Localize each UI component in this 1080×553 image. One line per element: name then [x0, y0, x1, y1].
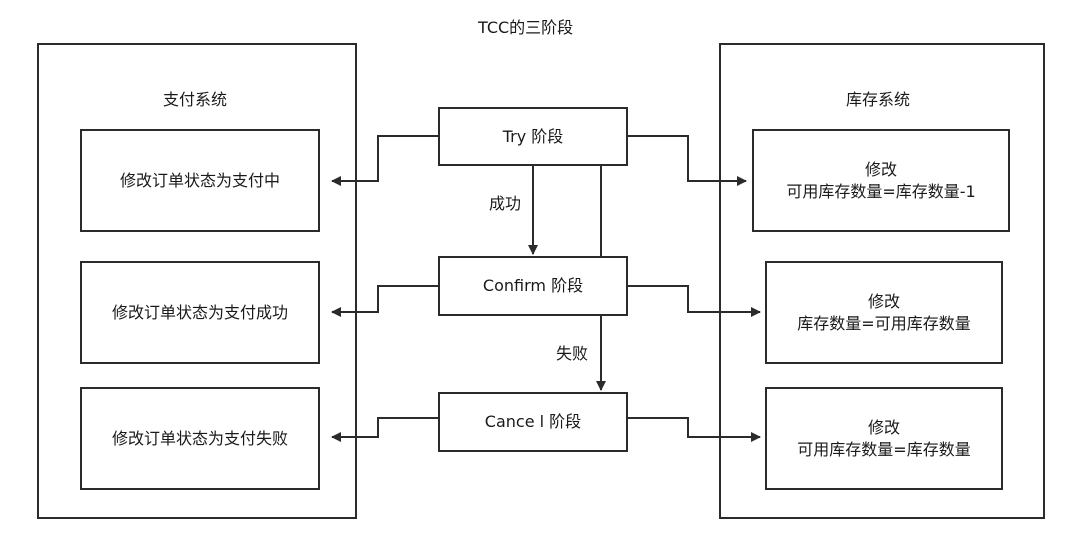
payment-step-paying-label: 修改订单状态为支付中: [119, 170, 280, 190]
payment-step-paying: 修改订单状态为支付中: [80, 129, 320, 232]
inventory-step-rollback: 修改 可用库存数量=库存数量: [765, 387, 1003, 490]
inventory-step-reserve-line2: 可用库存数量=库存数量-1: [786, 181, 976, 201]
diagram-title: TCC的三阶段: [478, 18, 574, 37]
edge-label-failure: 失败: [556, 344, 589, 363]
inventory-step-reserve-line1: 修改: [864, 159, 897, 179]
payment-system-container: [37, 43, 357, 519]
payment-step-failed-label: 修改订单状态为支付失败: [111, 428, 288, 448]
phase-cancel: Cance l 阶段: [438, 392, 628, 452]
edge-try-to-reserve: [628, 135, 747, 186]
inventory-step-commit-line2: 库存数量=可用库存数量: [797, 313, 971, 333]
edge-confirm-to-commit: [628, 285, 761, 317]
phase-cancel-label: Cance l 阶段: [484, 412, 582, 432]
phase-try-label: Try 阶段: [502, 126, 564, 146]
payment-system-title: 支付系统: [163, 90, 228, 109]
payment-step-paid: 修改订单状态为支付成功: [80, 261, 320, 364]
payment-step-paid-label: 修改订单状态为支付成功: [111, 302, 288, 322]
edge-cancel-to-rollback: [628, 417, 761, 442]
inventory-step-rollback-line1: 修改: [867, 417, 900, 437]
inventory-system-title: 库存系统: [846, 90, 911, 109]
phase-try: Try 阶段: [438, 107, 628, 166]
edge-label-success: 成功: [489, 194, 522, 213]
inventory-step-commit-line1: 修改: [867, 291, 900, 311]
phase-confirm-label: Confirm 阶段: [482, 276, 584, 296]
payment-step-failed: 修改订单状态为支付失败: [80, 387, 320, 490]
inventory-step-rollback-line2: 可用库存数量=库存数量: [797, 439, 971, 459]
inventory-system-container: [719, 43, 1045, 519]
inventory-step-commit: 修改 库存数量=可用库存数量: [765, 261, 1003, 364]
inventory-step-reserve: 修改 可用库存数量=库存数量-1: [752, 129, 1010, 232]
phase-confirm: Confirm 阶段: [438, 256, 628, 316]
